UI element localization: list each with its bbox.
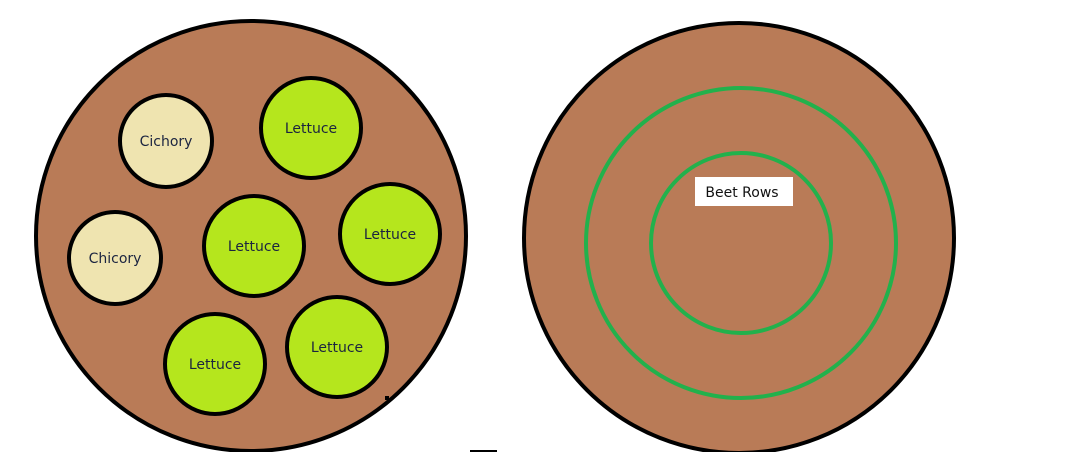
beet-rows-label-bg	[695, 177, 793, 206]
plant-1: Lettuce	[259, 76, 363, 180]
plant-3-label: Lettuce	[228, 239, 280, 255]
plant-6: Lettuce	[163, 312, 267, 416]
plant-5-circle	[285, 295, 389, 399]
plant-1-label: Lettuce	[285, 121, 337, 137]
plant-1-circle	[259, 76, 363, 180]
right-bed: Beet Rows	[522, 21, 956, 452]
plant-4: Lettuce	[338, 182, 442, 286]
plant-6-label: Lettuce	[189, 357, 241, 373]
plant-0-label: Cichory	[140, 134, 193, 150]
plant-4-label: Lettuce	[364, 227, 416, 243]
stray-mark-dot	[385, 396, 389, 400]
plant-5-label: Lettuce	[311, 340, 363, 356]
plant-2-label: Chicory	[89, 251, 142, 267]
plant-2-circle	[67, 210, 163, 306]
beet-rows-label: Beet Rows	[705, 185, 778, 201]
plant-2: Chicory	[67, 210, 163, 306]
beet-row-inner	[649, 151, 833, 335]
plant-5: Lettuce	[285, 295, 389, 399]
plant-6-circle	[163, 312, 267, 416]
beet-row-outer	[584, 86, 898, 400]
plant-0-circle	[118, 93, 214, 189]
left-bed: Cichory Lettuce Chicory Lettuce Lettuce …	[34, 19, 468, 452]
plant-3-circle	[202, 194, 306, 298]
plant-4-circle	[338, 182, 442, 286]
plant-0: Cichory	[118, 93, 214, 189]
plant-3: Lettuce	[202, 194, 306, 298]
